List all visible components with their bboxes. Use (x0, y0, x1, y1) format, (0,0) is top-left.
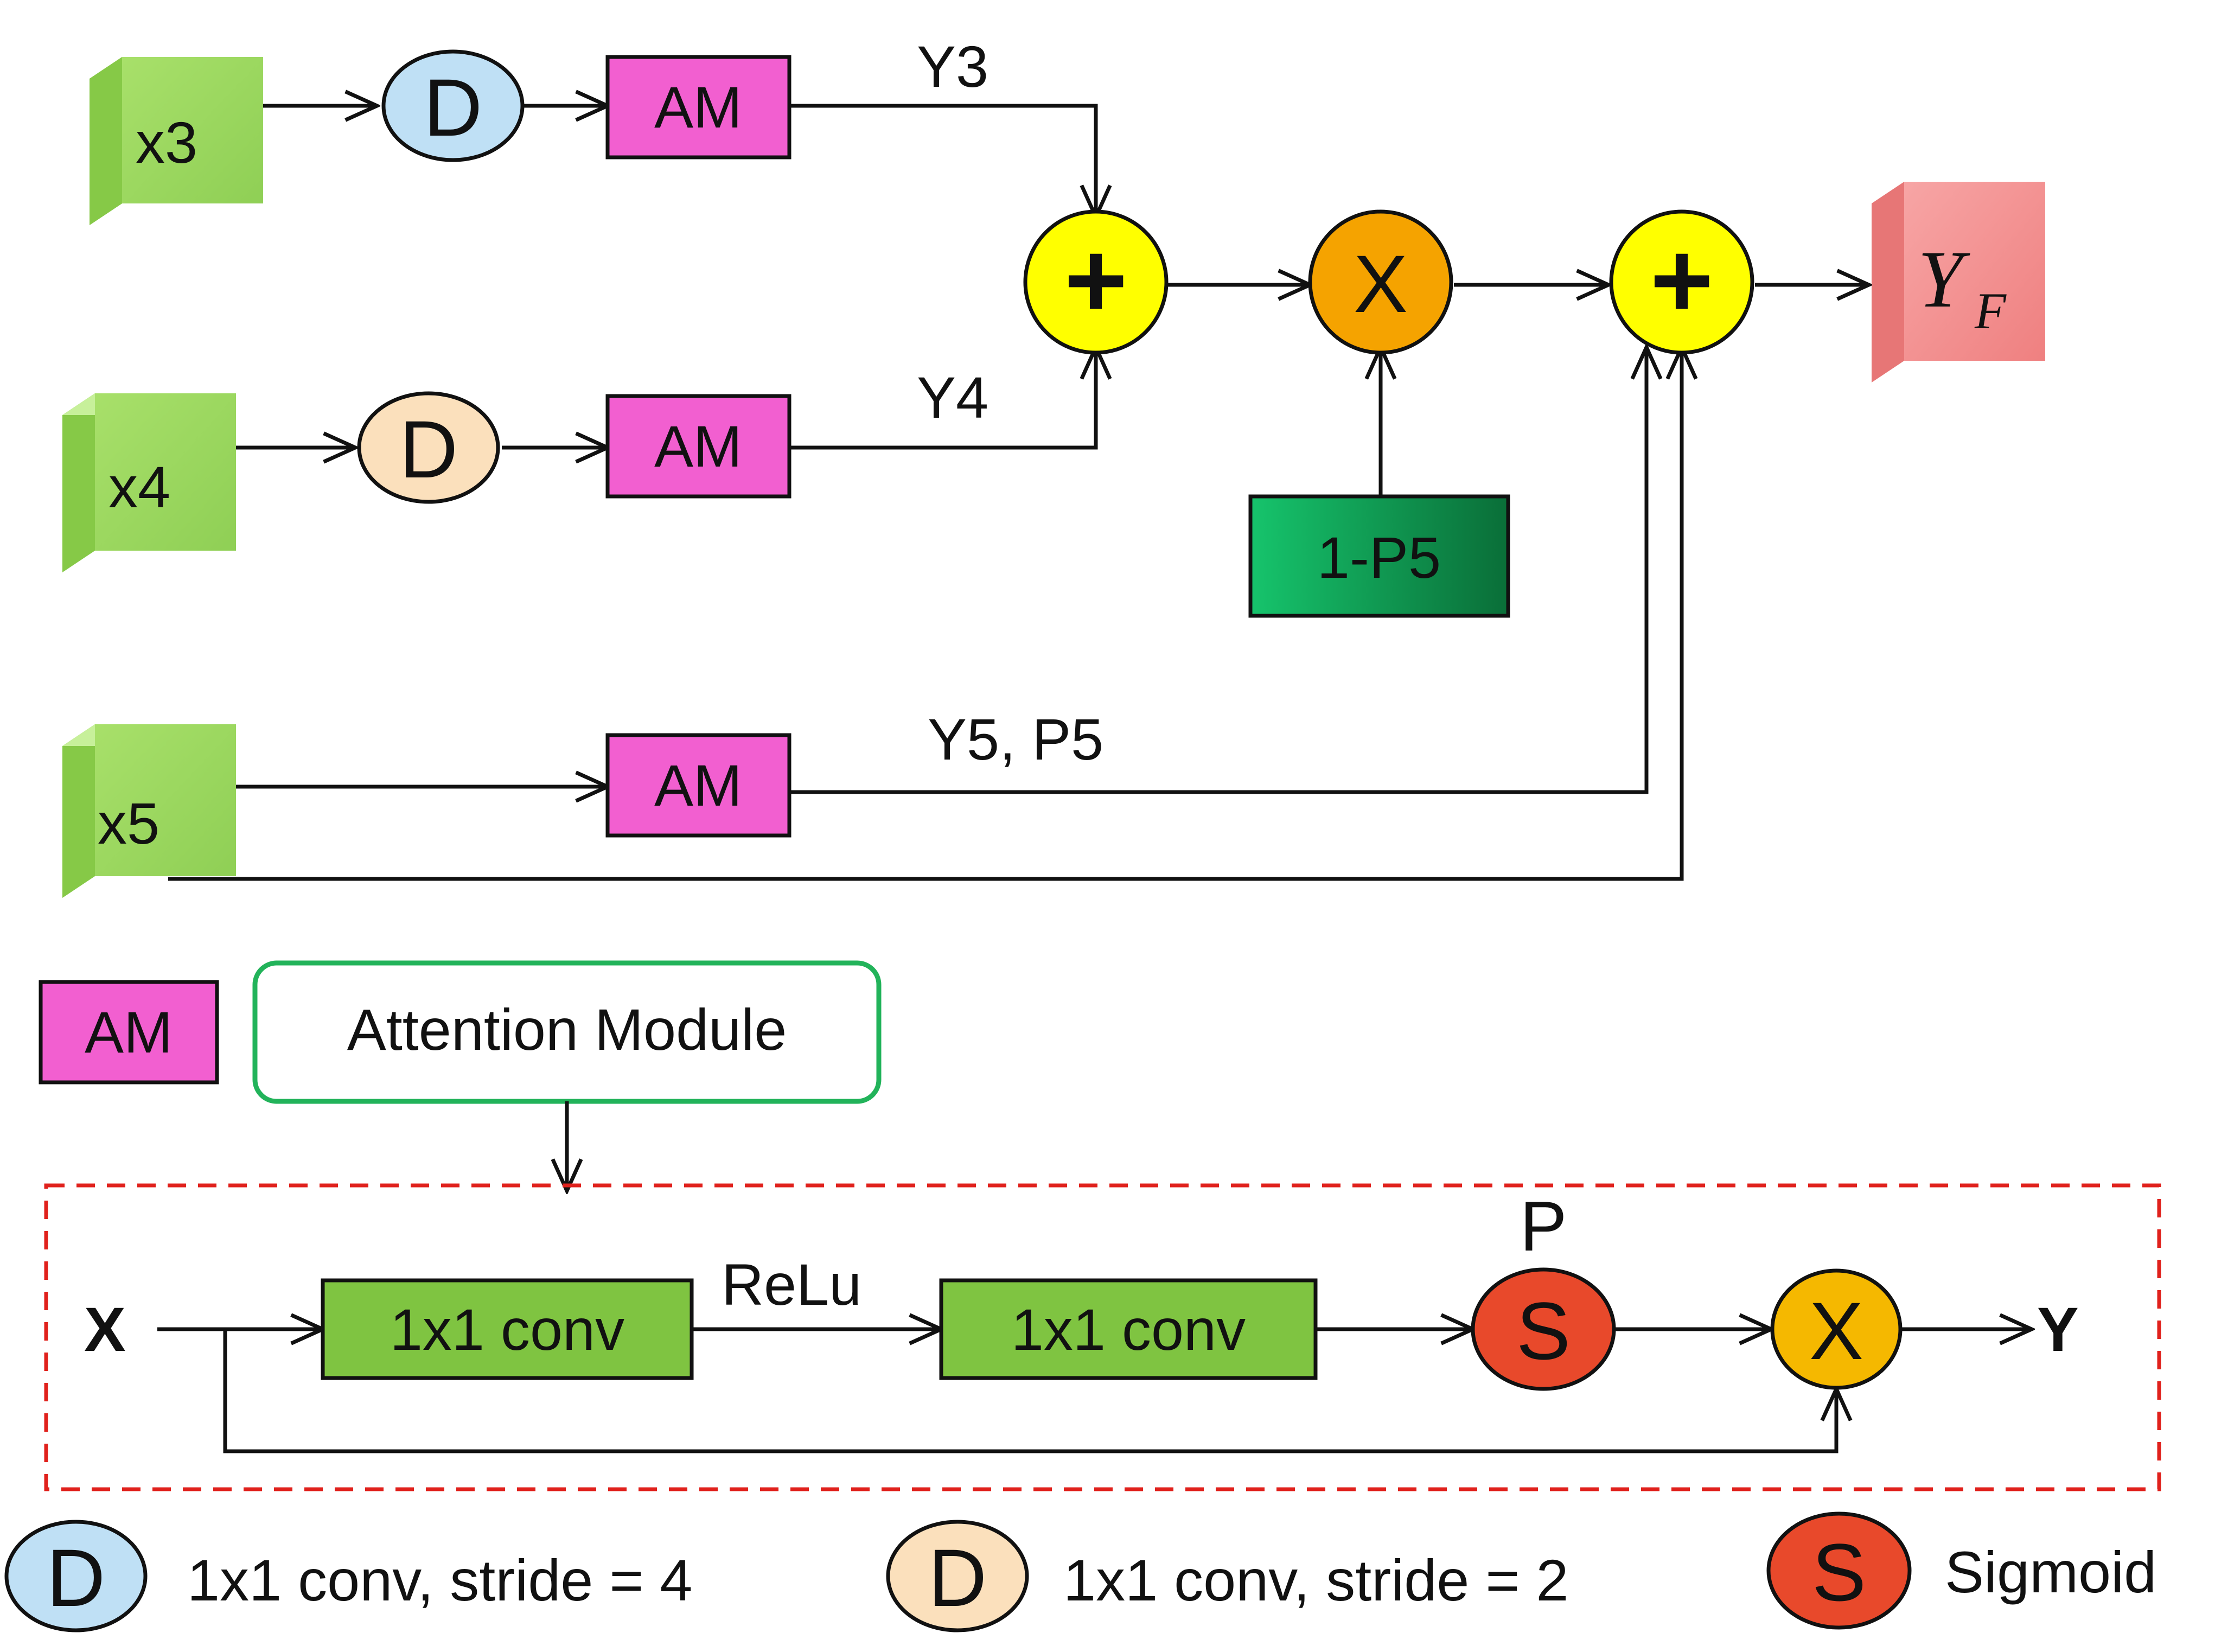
am-legend: AM Attention Module (39, 960, 882, 1191)
x4-label: x4 (108, 454, 170, 520)
edge-label-y3: Y3 (917, 34, 988, 99)
downsample-stride2-node: D (357, 391, 500, 504)
sigmoid-node: S (1471, 1267, 1616, 1391)
output-yf: Y F (1872, 182, 2045, 382)
am-input-x: X (84, 1295, 126, 1364)
am-block-3: AM (605, 733, 791, 838)
legend: D 1x1 conv, stride = 4 D 1x1 conv, strid… (4, 1511, 2156, 1632)
wires (168, 106, 1869, 881)
yf-label: Y (1918, 234, 1970, 324)
relu-label: ReLu (722, 1252, 861, 1317)
conv2-label: 1x1 conv (1011, 1297, 1246, 1362)
plus-symbol: + (1650, 220, 1714, 341)
am-label: AM (654, 752, 742, 818)
am-legend-label: AM (85, 999, 173, 1065)
am-block-2: AM (605, 394, 791, 499)
am-output-y: Y (2037, 1295, 2079, 1364)
legend-glyph: D (928, 1532, 987, 1623)
legend-item-stride2: D 1x1 conv, stride = 2 (886, 1520, 1569, 1632)
edge-label-y4: Y4 (917, 365, 988, 430)
x5-label: x5 (98, 790, 159, 856)
am-times-symbol: X (1809, 1285, 1863, 1376)
conv1-label: 1x1 conv (390, 1297, 624, 1362)
d-top-label: D (424, 62, 482, 153)
am-multiply-node: X (1770, 1268, 1903, 1390)
attention-module-detail: X 1x1 conv ReLu 1x1 conv P S X Y (44, 1183, 2161, 1491)
legend-glyph: S (1812, 1527, 1866, 1618)
legend-text: Sigmoid (1945, 1539, 2156, 1605)
feature-x4: x4 (62, 393, 236, 572)
feature-x3: x3 (90, 57, 263, 225)
plus-symbol: + (1064, 220, 1128, 341)
plus-node-1: + (1023, 209, 1169, 355)
one-minus-p5-block: 1-P5 (1248, 494, 1510, 618)
attention-module-title: Attention Module (347, 997, 787, 1062)
legend-text: 1x1 conv, stride = 4 (187, 1547, 693, 1613)
sigmoid-symbol: S (1516, 1285, 1571, 1376)
downsample-stride4-node: D (381, 49, 525, 162)
conv-block-1: 1x1 conv (321, 1278, 694, 1380)
legend-glyph: D (47, 1532, 105, 1623)
multiply-node: X (1308, 209, 1453, 355)
legend-item-sigmoid: S Sigmoid (1766, 1511, 2156, 1630)
times-symbol: X (1354, 238, 1408, 329)
yf-subscript: F (1974, 282, 2007, 340)
legend-text: 1x1 conv, stride = 2 (1063, 1547, 1569, 1613)
conv-block-2: 1x1 conv (939, 1278, 1318, 1380)
am-label: AM (654, 74, 742, 140)
d-mid-label: D (399, 404, 458, 495)
p-label: P (1520, 1187, 1567, 1266)
am-label: AM (654, 413, 742, 479)
plus-node-2: + (1609, 209, 1754, 355)
edge-label-y5-p5: Y5, P5 (928, 706, 1103, 772)
x3-label: x3 (136, 110, 197, 175)
feature-x5: x5 (62, 724, 236, 898)
one-minus-p5-label: 1-P5 (1317, 525, 1441, 590)
am-block-1: AM (605, 55, 791, 160)
legend-item-stride4: D 1x1 conv, stride = 4 (4, 1520, 693, 1632)
